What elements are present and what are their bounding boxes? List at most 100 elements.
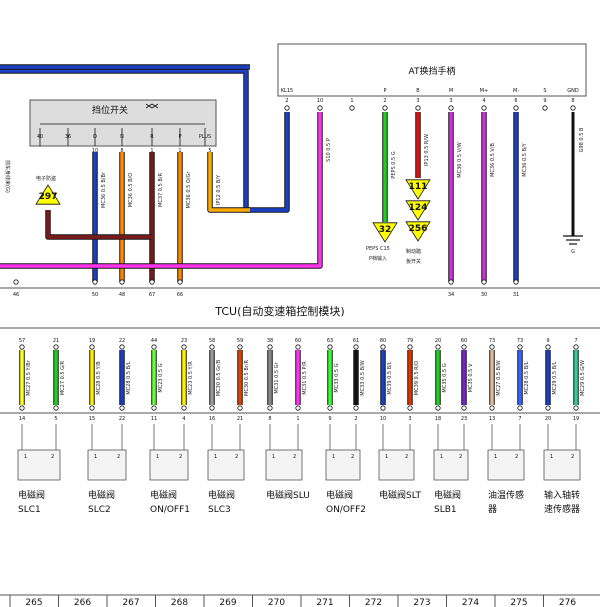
component-pin <box>407 405 413 411</box>
tcu-bottom-pin <box>209 344 215 350</box>
tcu-bottom-pin-number: 22 <box>119 338 125 344</box>
component-name: 电磁阀 <box>88 489 115 501</box>
footer-number: 268 <box>171 598 188 607</box>
component-box-pin: 2 <box>459 454 462 460</box>
anti-theft-ref-number: 297 <box>39 192 58 202</box>
component-pin-number: 18 <box>435 416 441 422</box>
shifter-pin-name: KL15 <box>281 88 293 94</box>
shifter-pin-number: 1 <box>350 98 353 104</box>
gear-pin-number: 5 <box>208 148 211 154</box>
shifter-pin-number: 10 <box>317 98 323 104</box>
shifter-pin <box>448 105 454 111</box>
component-pin-number: 22 <box>119 416 125 422</box>
footer-number: 266 <box>74 598 91 607</box>
component-name-2: SLC2 <box>88 505 111 515</box>
shifter-pin <box>317 105 323 111</box>
shifter-pin-number: 3 <box>416 98 419 104</box>
component-pin <box>380 405 386 411</box>
shifter-pin-number: 9 <box>543 98 546 104</box>
shifter-pin <box>513 105 519 111</box>
footer-number: 274 <box>462 598 479 607</box>
tcu-bottom-pin-number: 60 <box>295 338 301 344</box>
wire-anti-theft-outline <box>45 210 152 240</box>
gear-pin-number: 1 <box>150 148 153 154</box>
gear-switch-symbol-icon <box>145 103 159 109</box>
component-pin <box>461 405 467 411</box>
component-pin-number: 13 <box>489 416 495 422</box>
brake-note: 制动踏 <box>406 248 421 255</box>
component-name-2: SLC1 <box>18 505 41 515</box>
tcu-top-pin-number: 48 <box>119 292 125 298</box>
tcu-wire-label: MC39 0.5 B/L <box>387 361 393 394</box>
shifter-pin <box>481 105 487 111</box>
footer-number: 271 <box>316 598 333 607</box>
peps-note: PEPS C15 <box>366 246 390 252</box>
tcu-bottom-pin <box>19 344 25 350</box>
at-shifter-title: AT换挡手柄 <box>409 65 456 77</box>
tcu-bottom-pin <box>517 344 523 350</box>
peps-ref-number: 32 <box>379 225 392 235</box>
tcu-top-pin <box>13 279 19 285</box>
tcu-bottom-pin-number: 20 <box>435 338 441 344</box>
tcu-wire-label: MC30 0.5 Gr/B <box>216 359 222 396</box>
gear-wire-label: IP12 0.5 B/Y <box>216 174 222 205</box>
tcu-bottom-pin <box>573 344 579 350</box>
tcu-wire-label: MC28 0.5 B/L <box>524 361 530 394</box>
tcu-bottom-pin-number: 19 <box>89 338 95 344</box>
tcu-top-pin <box>481 279 487 285</box>
component-box-pin: 1 <box>24 454 27 460</box>
tcu-bottom-pin <box>489 344 495 350</box>
gear-wire-label: MC37 0.5 B/R <box>158 173 164 207</box>
shifter-pin-name: GND <box>567 88 579 94</box>
component-name: 电磁阀 <box>326 489 353 501</box>
component-pin <box>573 405 579 411</box>
component-pin <box>209 405 215 411</box>
component-name: 电磁阀 <box>208 489 235 501</box>
tcu-bottom-pin-number: 21 <box>53 338 59 344</box>
tcu-top-pin-number: 31 <box>513 292 519 298</box>
wire-anti-theft <box>46 210 152 239</box>
component-box-pin: 2 <box>235 454 238 460</box>
tcu-wire-label: MC35 0.5 V <box>468 363 474 392</box>
peps-note2: P档输入 <box>369 255 387 262</box>
component-name-2: SLC3 <box>208 505 231 515</box>
tcu-bottom-pin-number: 23 <box>181 338 187 344</box>
component-pin-number: 2 <box>354 416 357 422</box>
gear-switch-box <box>29 99 217 147</box>
anti-theft-label: 电子防盗 <box>36 175 56 182</box>
component-box-pin: 2 <box>515 454 518 460</box>
component-pin-number: 20 <box>545 416 551 422</box>
component-pin <box>267 405 273 411</box>
component-name: 电磁阀SLT <box>379 489 421 501</box>
shifter-wire-label: G98 0.5 B <box>579 127 585 152</box>
tcu-bottom-pin-number: 38 <box>267 338 273 344</box>
tcu-top-pin-number: 50 <box>92 292 98 298</box>
tcu-wire-label: MC31 0.5 P/R <box>302 361 308 395</box>
component-box-pin: 2 <box>405 454 408 460</box>
tcu-wire-label: MC31 0.5 Gr <box>274 361 280 393</box>
brake-note2: 板开关 <box>406 258 421 265</box>
tcu-bottom-pin-number: 80 <box>380 338 386 344</box>
tcu-bottom-pin <box>380 344 386 350</box>
tcu-top-pin-number: 66 <box>177 292 183 298</box>
gear-pin-label: D <box>93 134 97 140</box>
component-box-pin: 2 <box>571 454 574 460</box>
gear-switch-title: 挡位开关 <box>92 104 128 116</box>
component-pin <box>435 405 441 411</box>
component-box-pin: 2 <box>351 454 354 460</box>
component-name: 油温传感 <box>488 489 524 501</box>
component-box-pin: 1 <box>156 454 159 460</box>
component-box <box>149 449 189 481</box>
component-name-2: 速传感器 <box>544 503 580 515</box>
tcu-title: TCU(自动变速箱控制模块) <box>214 304 344 318</box>
component-box <box>378 449 415 481</box>
component-box-pin: 1 <box>440 454 443 460</box>
shifter-pin <box>415 105 421 111</box>
tcu-wire-label: MC23 0.5 G <box>158 363 164 392</box>
footer-number: 273 <box>413 598 430 607</box>
shifter-pin-name: B <box>416 88 420 94</box>
shifter-pin-number: 2 <box>383 98 386 104</box>
shifter-pin-number: 6 <box>514 98 517 104</box>
component-pin-number: 19 <box>573 416 579 422</box>
